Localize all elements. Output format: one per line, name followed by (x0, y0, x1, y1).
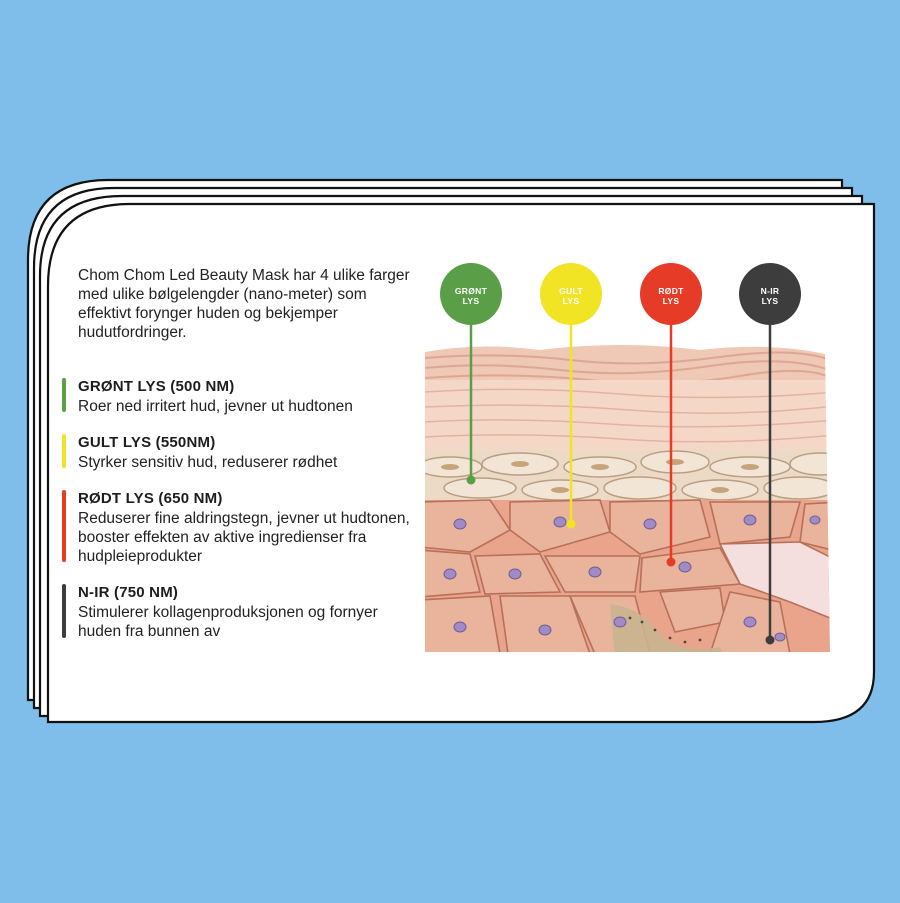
intro-text: Chom Chom Led Beauty Mask har 4 ulike fa… (78, 267, 410, 341)
badge-label-nir: N-IR LYS (740, 286, 800, 306)
nir-color-bar (62, 584, 66, 638)
badge-label-yellow: GULT LYS (541, 286, 601, 306)
red-color-bar (62, 490, 66, 562)
badge-line: RØDT (658, 286, 684, 296)
green-color-bar (62, 378, 66, 412)
light-description: Reduserer fine aldringstegn, jevner ut h… (78, 510, 410, 565)
yellow-light-badge (540, 263, 602, 325)
badge-line: LYS (462, 296, 480, 306)
light-description: Stimulerer kollagenproduksjonen og forny… (78, 604, 378, 640)
badge-line: LYS (562, 296, 580, 306)
red-light-badge (640, 263, 702, 325)
light-title: GRØNT LYS (500 NM) (78, 378, 235, 395)
skin-layers-illustration: GRØNT LYS GULT LYS RØDT LYS N-IR LYS (420, 262, 840, 662)
green-light-badge (440, 263, 502, 325)
nir-light-badge (739, 263, 801, 325)
yellow-color-bar (62, 434, 66, 468)
light-title: GULT LYS (550NM) (78, 434, 216, 451)
light-description: Roer ned irritert hud, jevner ut hudtone… (78, 398, 353, 415)
light-title: RØDT LYS (650 NM) (78, 490, 223, 507)
badge-line: LYS (761, 296, 779, 306)
badge-line: LYS (662, 296, 680, 306)
badge-line: N-IR (760, 286, 780, 296)
light-title: N-IR (750 NM) (78, 584, 179, 601)
badge-line: GULT (559, 286, 583, 296)
badge-line: GRØNT (454, 286, 488, 296)
light-description: Styrker sensitiv hud, reduserer rødhet (78, 454, 338, 471)
badge-label-red: RØDT LYS (641, 286, 701, 306)
badge-label-green: GRØNT LYS (441, 286, 501, 306)
